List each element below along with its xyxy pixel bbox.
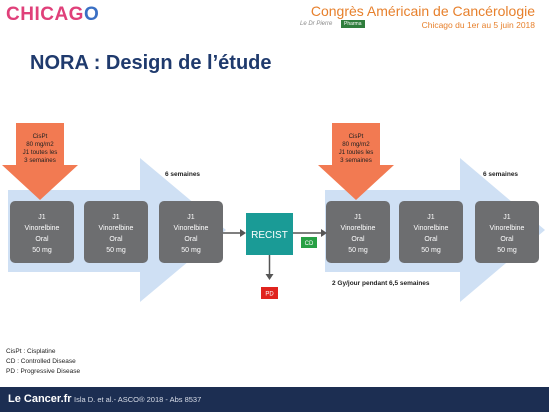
treatment-box-4: J1 Vinorelbine Oral 50 mg (326, 201, 390, 263)
recist-box (246, 213, 293, 255)
pd-badge (261, 287, 278, 299)
cd-arrowhead (321, 229, 327, 237)
cispt-period-1: 3 semaines (24, 157, 56, 164)
recist-label: RECIST (251, 230, 288, 241)
slide-title: NORA : Design de l’étude (30, 52, 272, 74)
svg-text:50 mg: 50 mg (32, 247, 52, 254)
pd-label: PD (265, 292, 274, 298)
svg-text:Vinorelbine: Vinorelbine (99, 225, 134, 232)
slide-header: CHICAGO Le Dr Pierre Pharma Congrès Amér… (0, 0, 549, 38)
svg-text:Oral: Oral (109, 236, 123, 243)
citation: Isla D. et al.- ASCO® 2018 - Abs 8537 (74, 395, 202, 404)
svg-text:50 mg: 50 mg (181, 247, 201, 254)
svg-text:50 mg: 50 mg (497, 247, 517, 254)
svg-text:Vinorelbine: Vinorelbine (341, 225, 376, 232)
treatment-box-5: J1 Vinorelbine Oral 50 mg (399, 201, 463, 263)
sponsor-badge: Pharma (341, 20, 365, 28)
svg-text:J1: J1 (38, 214, 46, 221)
cispt-dose-1: 80 mg/m2 (26, 141, 54, 148)
cispt-period-2: 3 semaines (340, 157, 372, 164)
to-recist-arrowhead (240, 229, 246, 237)
svg-text:Oral: Oral (351, 236, 365, 243)
cispt-dose-2: 80 mg/m2 (342, 141, 370, 148)
svg-text:Vinorelbine: Vinorelbine (414, 225, 449, 232)
svg-text:Oral: Oral (35, 236, 49, 243)
sponsor-text: Le Dr Pierre (300, 21, 333, 27)
cispt-schedule-2: J1 toutes les (339, 149, 374, 156)
treatment-box-6: J1 Vinorelbine Oral 50 mg (475, 201, 539, 263)
lecancer-logo: Le Cancer.fr (8, 393, 72, 405)
svg-text:J1: J1 (503, 214, 511, 221)
slide-footer: Le Cancer.fr Isla D. et al.- ASCO® 2018 … (0, 387, 549, 412)
svg-text:Vinorelbine: Vinorelbine (174, 225, 209, 232)
congress-title: Congrès Américain de Cancérologie (310, 3, 535, 19)
abbr-cispt: CisPt : Cisplatine (6, 348, 56, 355)
cispt-schedule-1: J1 toutes les (23, 149, 58, 156)
cispt-arrow-1 (2, 123, 78, 200)
cd-badge (301, 237, 317, 248)
svg-text:50 mg: 50 mg (348, 247, 368, 254)
cd-label: CD (305, 241, 314, 247)
svg-text:Oral: Oral (500, 236, 514, 243)
abbreviation-list: CisPt : Cisplatine CD : Controlled Disea… (6, 347, 80, 377)
abbr-cd: CD : Controlled Disease (6, 358, 76, 365)
svg-text:J1: J1 (427, 214, 435, 221)
svg-text:Vinorelbine: Vinorelbine (25, 225, 60, 232)
treatment-box-1: J1 Vinorelbine Oral 50 mg (10, 201, 74, 263)
svg-text:Oral: Oral (424, 236, 438, 243)
chicago-logo: CHICAGO (6, 4, 100, 25)
svg-text:J1: J1 (354, 214, 362, 221)
treatment-box-3: J1 Vinorelbine Oral 50 mg (159, 201, 223, 263)
treatment-box-2: J1 Vinorelbine Oral 50 mg (84, 201, 148, 263)
svg-text:J1: J1 (187, 214, 195, 221)
svg-text:50 mg: 50 mg (421, 247, 441, 254)
cispt-label-1: CisPt (33, 133, 48, 140)
abbr-pd: PD : Progressive Disease (6, 368, 81, 375)
radiotherapy-label: 2 Gy/jour pendant 6,5 semaines (332, 280, 430, 287)
pd-arrowhead (265, 274, 274, 280)
cispt-label-2: CisPt (349, 133, 364, 140)
svg-text:50 mg: 50 mg (106, 247, 126, 254)
cispt-arrow-2 (318, 123, 394, 200)
svg-text:J1: J1 (112, 214, 120, 221)
svg-text:Vinorelbine: Vinorelbine (490, 225, 525, 232)
svg-text:Oral: Oral (184, 236, 198, 243)
period-label-2: 6 semaines (483, 171, 518, 178)
period-label-1: 6 semaines (165, 171, 200, 178)
congress-dates: Chicago du 1er au 5 juin 2018 (421, 20, 535, 30)
